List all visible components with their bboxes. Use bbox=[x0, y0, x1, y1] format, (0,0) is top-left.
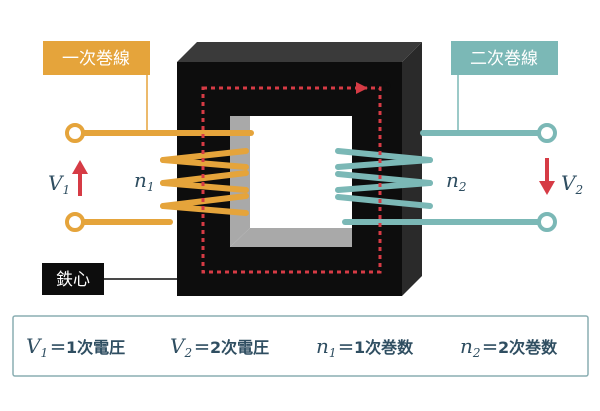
primary-terminal-top bbox=[65, 123, 85, 143]
legend-item-n2: n2 ＝2次巻数 bbox=[460, 334, 558, 360]
legend-symbol: V2 bbox=[170, 334, 192, 360]
flux-symbol: Φ bbox=[375, 75, 391, 99]
v1-symbol: V1 bbox=[48, 171, 70, 197]
secondary-coil-label-box bbox=[451, 41, 558, 75]
legend: V1 ＝1次電圧 V2 ＝2次電圧 n1 ＝1次巻数 n2 ＝2次巻数 bbox=[12, 315, 589, 377]
primary-coil-label: 一次巻線 bbox=[43, 41, 150, 75]
legend-item-v2: V2 ＝2次電圧 bbox=[170, 334, 269, 360]
secondary-winding-back-2 bbox=[335, 180, 433, 193]
primary-coil-label-text: 一次巻線 bbox=[62, 49, 130, 69]
primary-terminal-bottom bbox=[65, 212, 85, 232]
primary-coil-label-box bbox=[43, 41, 150, 75]
core-top-face bbox=[177, 42, 422, 62]
flux-arrow-head bbox=[356, 82, 368, 94]
flux-path bbox=[201, 82, 382, 274]
legend-text: ＝1次巻数 bbox=[338, 338, 414, 357]
v2-symbol: V2 bbox=[561, 171, 583, 197]
legend-symbol: V1 bbox=[26, 334, 48, 360]
core-side-face bbox=[402, 42, 422, 296]
secondary-coil-label-text: 二次巻線 bbox=[470, 49, 538, 69]
core-window bbox=[230, 116, 352, 247]
core-label-box bbox=[42, 263, 104, 295]
secondary-winding-3 bbox=[335, 194, 433, 209]
flux-loop bbox=[201, 86, 382, 274]
secondary-terminal-bottom bbox=[537, 212, 557, 232]
primary-winding-front-4 bbox=[160, 157, 249, 170]
voltage-arrows bbox=[72, 158, 555, 196]
secondary-terminal-top bbox=[537, 123, 557, 143]
legend-text: ＝2次電圧 bbox=[194, 338, 269, 357]
core-label-text: 鉄心 bbox=[56, 270, 90, 290]
legend-symbol: n2 bbox=[460, 334, 481, 360]
terminals bbox=[65, 123, 557, 232]
secondary-coil-label: 二次巻線 bbox=[451, 41, 558, 75]
legend-item-n1: n1 ＝1次巻数 bbox=[316, 334, 414, 360]
legend-item-v1: V1 ＝1次電圧 bbox=[26, 334, 125, 360]
v1-arrow-head bbox=[72, 160, 88, 174]
legend-box bbox=[12, 315, 589, 377]
core-window-inner-bottom bbox=[230, 228, 352, 247]
v2-arrow-head bbox=[539, 181, 555, 195]
legend-symbol: n1 bbox=[316, 334, 337, 360]
legend-text: ＝2次巻数 bbox=[482, 338, 558, 357]
secondary-winding-back-1 bbox=[335, 157, 433, 170]
legend-text: ＝1次電圧 bbox=[50, 338, 125, 357]
primary-winding-front-2 bbox=[160, 180, 249, 193]
secondary-coil bbox=[335, 74, 550, 225]
n2-symbol: n2 bbox=[446, 168, 467, 194]
n1-symbol: n1 bbox=[134, 168, 155, 194]
core-label: 鉄心 bbox=[42, 263, 177, 295]
